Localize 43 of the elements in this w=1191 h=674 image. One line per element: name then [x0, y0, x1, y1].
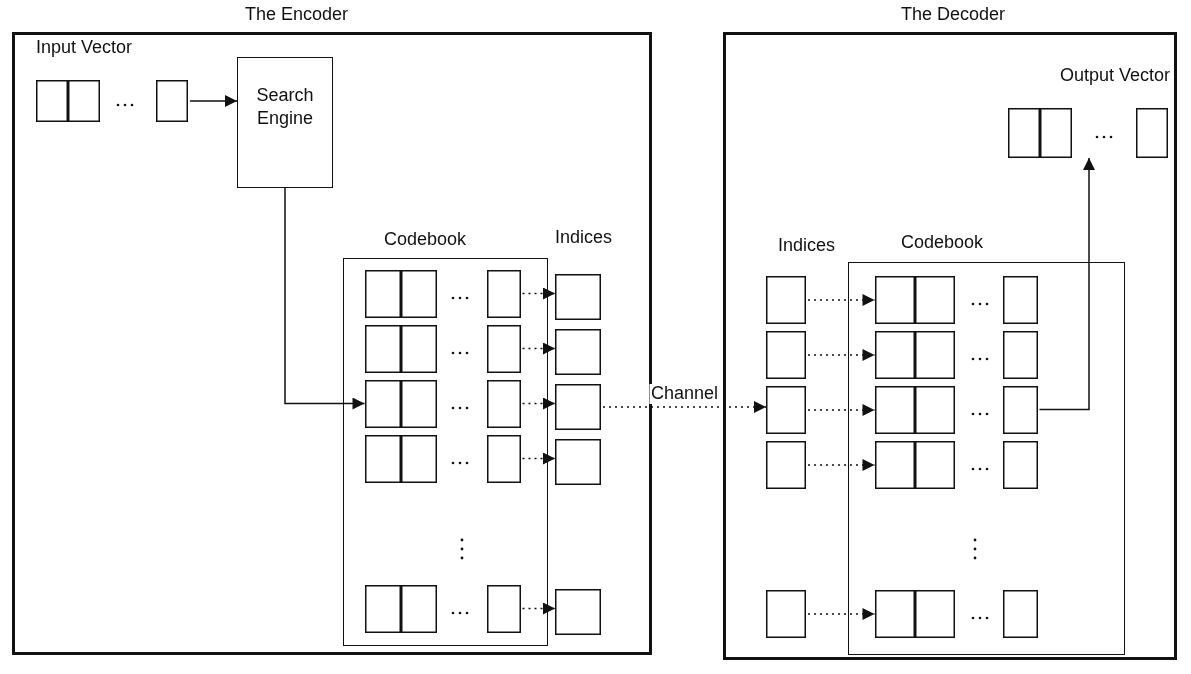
index-cell [555, 439, 603, 485]
index-cell [766, 441, 808, 489]
codeword-row-drawing [364, 379, 523, 428]
panel-heading: The Decoder [901, 5, 1006, 25]
codebook-heading: Codebook [384, 230, 467, 250]
codeword-row-drawing [874, 330, 1040, 379]
index-cell [766, 276, 808, 324]
index-cell [555, 384, 603, 430]
arrow [521, 397, 556, 410]
column-heading: Indices [778, 236, 836, 256]
arrow [189, 95, 238, 107]
index-cell [766, 590, 808, 638]
codeword-row-drawing [364, 269, 523, 318]
arrow [284, 187, 366, 410]
arrow [521, 342, 556, 355]
arrow [807, 294, 876, 306]
codeword-row-drawing [364, 324, 523, 373]
arrow [807, 349, 876, 361]
panel-heading: The Encoder [245, 5, 349, 25]
arrow [807, 608, 876, 620]
index-cell [555, 329, 603, 375]
index-cell [766, 386, 808, 434]
arrow [521, 452, 556, 465]
index-cell [555, 274, 603, 320]
codeword-row-drawing [874, 275, 1040, 324]
codebook-heading: Codebook [901, 233, 984, 253]
codeword-row-drawing [874, 589, 1040, 638]
codeword-row-drawing [874, 385, 1040, 434]
arrow [1038, 157, 1095, 411]
codeword-row-drawing [364, 584, 523, 633]
arrow [521, 602, 556, 615]
process-box: Search Engine [237, 57, 333, 188]
codeword-row-drawing [364, 434, 523, 483]
column-heading: Indices [555, 228, 613, 248]
index-cell [555, 589, 603, 635]
vector-label: Input Vector [36, 38, 133, 58]
vector-label: Output Vector [1059, 66, 1170, 86]
arrow [807, 404, 876, 416]
codeword-row-drawing [874, 440, 1040, 489]
arrow [807, 459, 876, 471]
index-cell [766, 331, 808, 379]
arrow [602, 401, 767, 413]
arrow [521, 287, 556, 300]
